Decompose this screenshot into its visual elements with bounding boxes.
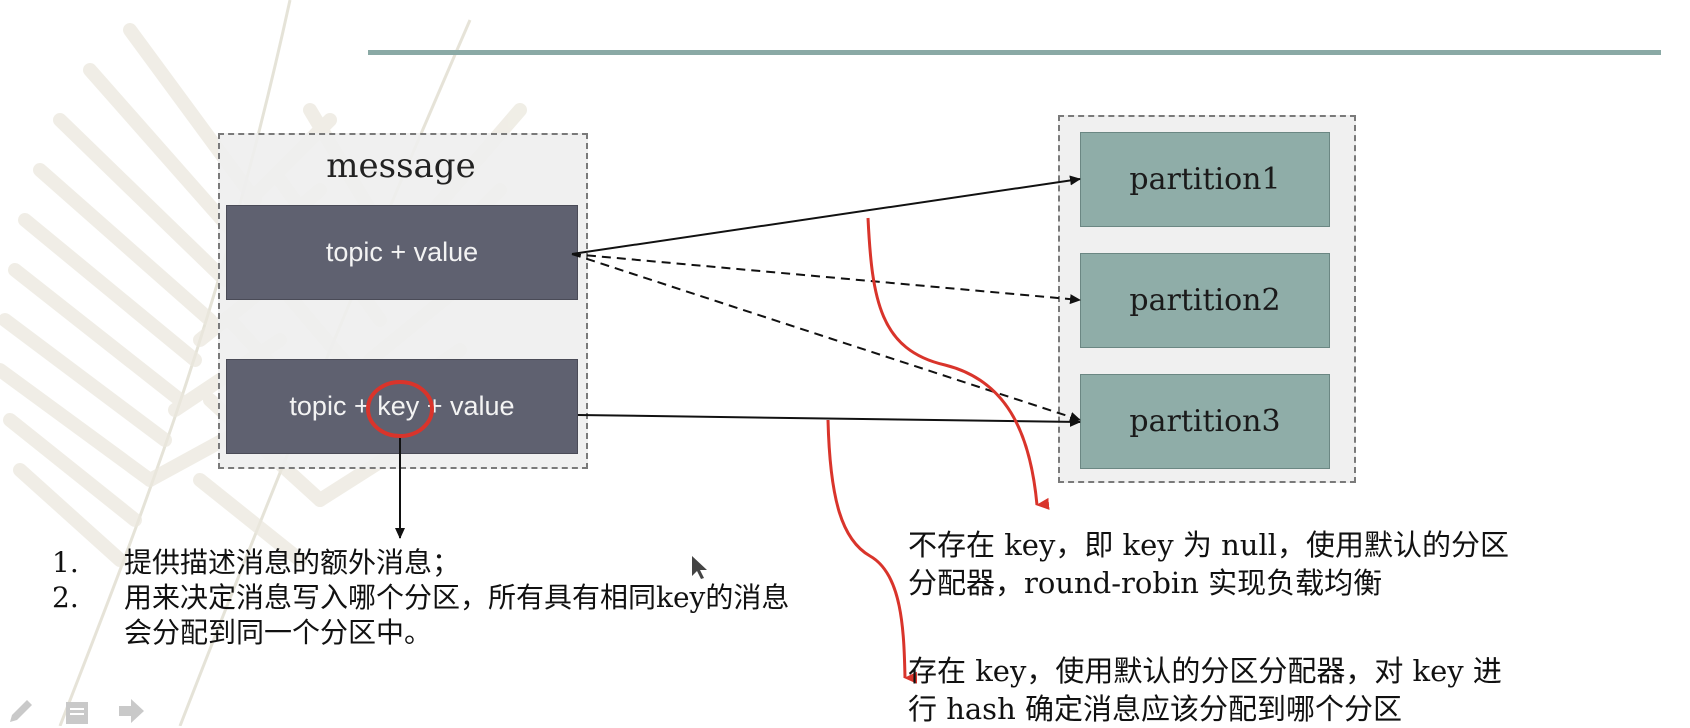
red-pointer-no-key <box>866 217 1050 510</box>
list-item-number: 1. <box>52 546 79 579</box>
red-pointer-with-key <box>826 419 918 684</box>
no-key-note-line: 分配器，round-robin 实现负载均衡 <box>908 566 1383 600</box>
arrow-solid-to-partition1 <box>571 175 1081 255</box>
list-item-text: 用来决定消息写入哪个分区，所有具有相同key的消息会分配到同一个分区中。 <box>124 581 790 649</box>
arrow-right-icon[interactable] <box>116 696 146 726</box>
arrow-dashed-to-partition3 <box>571 253 1081 422</box>
field-topic-value-label: topic + value <box>325 237 479 267</box>
pen-icon[interactable] <box>6 696 36 726</box>
key-purpose-list: 1. 提供描述消息的额外消息； 2. 用来决定消息写入哪个分区，所有具有相同ke… <box>52 545 844 650</box>
cursor-icon <box>692 556 707 579</box>
partition-2: partition2 <box>1080 253 1330 348</box>
arrow-solid-key-to-partition3 <box>577 414 1081 427</box>
field-topic-value: topic + value <box>226 205 578 300</box>
list-item-number: 2. <box>52 581 79 614</box>
partition-2-label: partition2 <box>1129 283 1281 318</box>
partition-3-label: partition3 <box>1129 404 1281 439</box>
no-key-note: 不存在 key，即 key 为 null，使用默认的分区 分配器，round-r… <box>908 526 1668 602</box>
no-key-note-line: 不存在 key，即 key 为 null，使用默认的分区 <box>908 528 1510 562</box>
notes-icon[interactable] <box>62 696 92 726</box>
with-key-note-line: 行 hash 确定消息应该分配到哪个分区 <box>908 692 1402 726</box>
partition-3: partition3 <box>1080 374 1330 469</box>
partition-1: partition1 <box>1080 132 1330 227</box>
with-key-note-line: 存在 key，使用默认的分区分配器，对 key 进 <box>908 654 1502 688</box>
partition-1-label: partition1 <box>1129 162 1281 197</box>
title-rule <box>368 50 1661 55</box>
list-item: 1. 提供描述消息的额外消息； <box>52 545 844 580</box>
message-title: message <box>326 146 476 186</box>
list-item-text: 提供描述消息的额外消息； <box>124 546 461 579</box>
list-item: 2. 用来决定消息写入哪个分区，所有具有相同key的消息会分配到同一个分区中。 <box>52 580 844 650</box>
key-highlight-circle <box>366 380 434 438</box>
field-prefix-label: topic + <box>289 391 378 421</box>
field-key-label: key <box>377 391 420 421</box>
with-key-note: 存在 key，使用默认的分区分配器，对 key 进 行 hash 确定消息应该分… <box>908 652 1668 728</box>
arrow-dashed-to-partition2 <box>571 253 1081 305</box>
